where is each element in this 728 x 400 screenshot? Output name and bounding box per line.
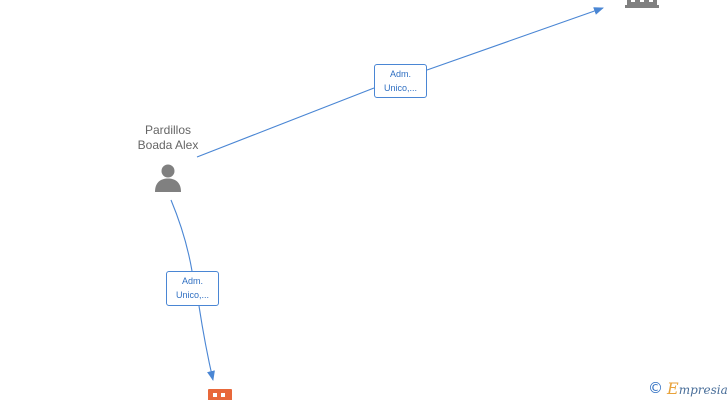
relationship-label[interactable]: Adm. Unico,... xyxy=(374,64,427,98)
relationship-label-line2: Unico,... xyxy=(175,290,209,300)
brand-logo-initial: E xyxy=(667,378,679,398)
relationship-label-line1: Adm. xyxy=(181,276,203,286)
building-icon[interactable] xyxy=(624,0,660,8)
brand-watermark: © Empresia xyxy=(648,378,728,398)
relationship-label[interactable]: Adm. Unico,... xyxy=(166,271,219,306)
person-icon[interactable] xyxy=(152,162,184,194)
company-icon[interactable] xyxy=(208,389,232,400)
brand-logo: Empresia xyxy=(667,379,728,398)
edge-person-to-top-company xyxy=(196,8,603,158)
person-name[interactable]: Pardillos Boada Alex xyxy=(118,123,218,153)
copyright-icon: © xyxy=(648,379,663,397)
brand-logo-text: mpresia xyxy=(678,382,728,397)
edge-person-to-bottom-company xyxy=(170,199,213,380)
person-name-line2: Boada Alex xyxy=(137,138,199,152)
relationship-label-line2: Unico,... xyxy=(383,83,417,93)
person-name-line1: Pardillos xyxy=(144,123,192,137)
relationship-label-line1: Adm. xyxy=(389,69,411,79)
